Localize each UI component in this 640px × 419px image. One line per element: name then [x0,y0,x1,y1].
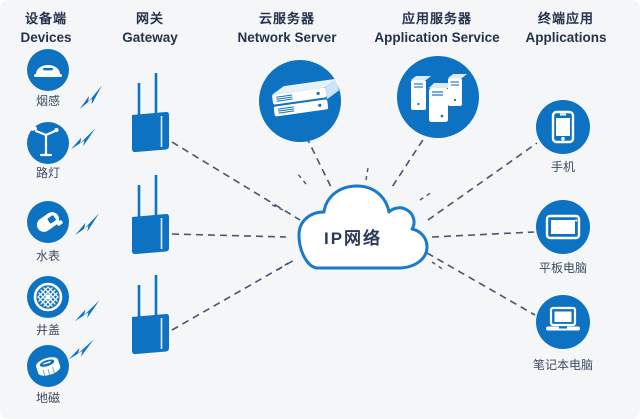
device-label-manhole-cover: 井盖 [35,323,61,337]
rack-server-icon [259,60,341,142]
gateway-icon [132,73,169,153]
device-label-geomagnetic: 地磁 [35,391,61,405]
column-header-application-service: 应用服务器 Application Service [374,8,499,45]
header-devices-zh: 设备端 [24,11,68,26]
device-label-water-meter: 水表 [35,249,61,263]
tablet-icon [536,200,590,254]
header-applications-en: Applications [525,30,607,45]
terminal-label-phone: 手机 [550,160,576,174]
header-gateway-zh: 网关 [135,11,164,26]
header-application-service-en: Application Service [374,30,500,45]
header-gateway-en: Gateway [122,30,178,45]
header-devices-en: Devices [20,30,72,45]
smartphone-icon [536,100,590,154]
tower-servers-icon [397,56,479,138]
header-application-service-zh: 应用服务器 [401,11,473,26]
column-header-network-server: 云服务器 Network Server [237,8,336,45]
cloud-rays [269,167,445,273]
terminal-label-laptop: 笔记本电脑 [532,358,594,372]
gateway-icon [132,175,169,255]
water-meter-icon [27,201,69,243]
column-header-applications: 终端应用 Applications [525,8,606,45]
ip-network-label: IP网络 [323,229,383,248]
device-label-smoke-sensor: 烟感 [35,94,61,108]
gateway-icon [132,275,169,355]
ip-network-cloud-icon [297,184,429,270]
device-label-street-lamp: 路灯 [35,166,61,180]
column-header-gateway: 网关 Gateway [122,8,178,45]
manhole-cover-icon [27,276,69,318]
terminal-label-tablet: 平板电脑 [538,261,588,275]
header-applications-zh: 终端应用 [537,11,595,26]
laptop-icon [536,295,590,349]
header-network-server-zh: 云服务器 [258,11,315,26]
geomagnetic-sensor-icon [27,345,69,387]
lightning-bolts [65,85,108,361]
header-network-server-en: Network Server [237,30,337,45]
smoke-sensor-icon [27,49,69,91]
column-header-devices: 设备端 Devices [20,8,71,45]
street-lamp-icon [27,122,69,164]
